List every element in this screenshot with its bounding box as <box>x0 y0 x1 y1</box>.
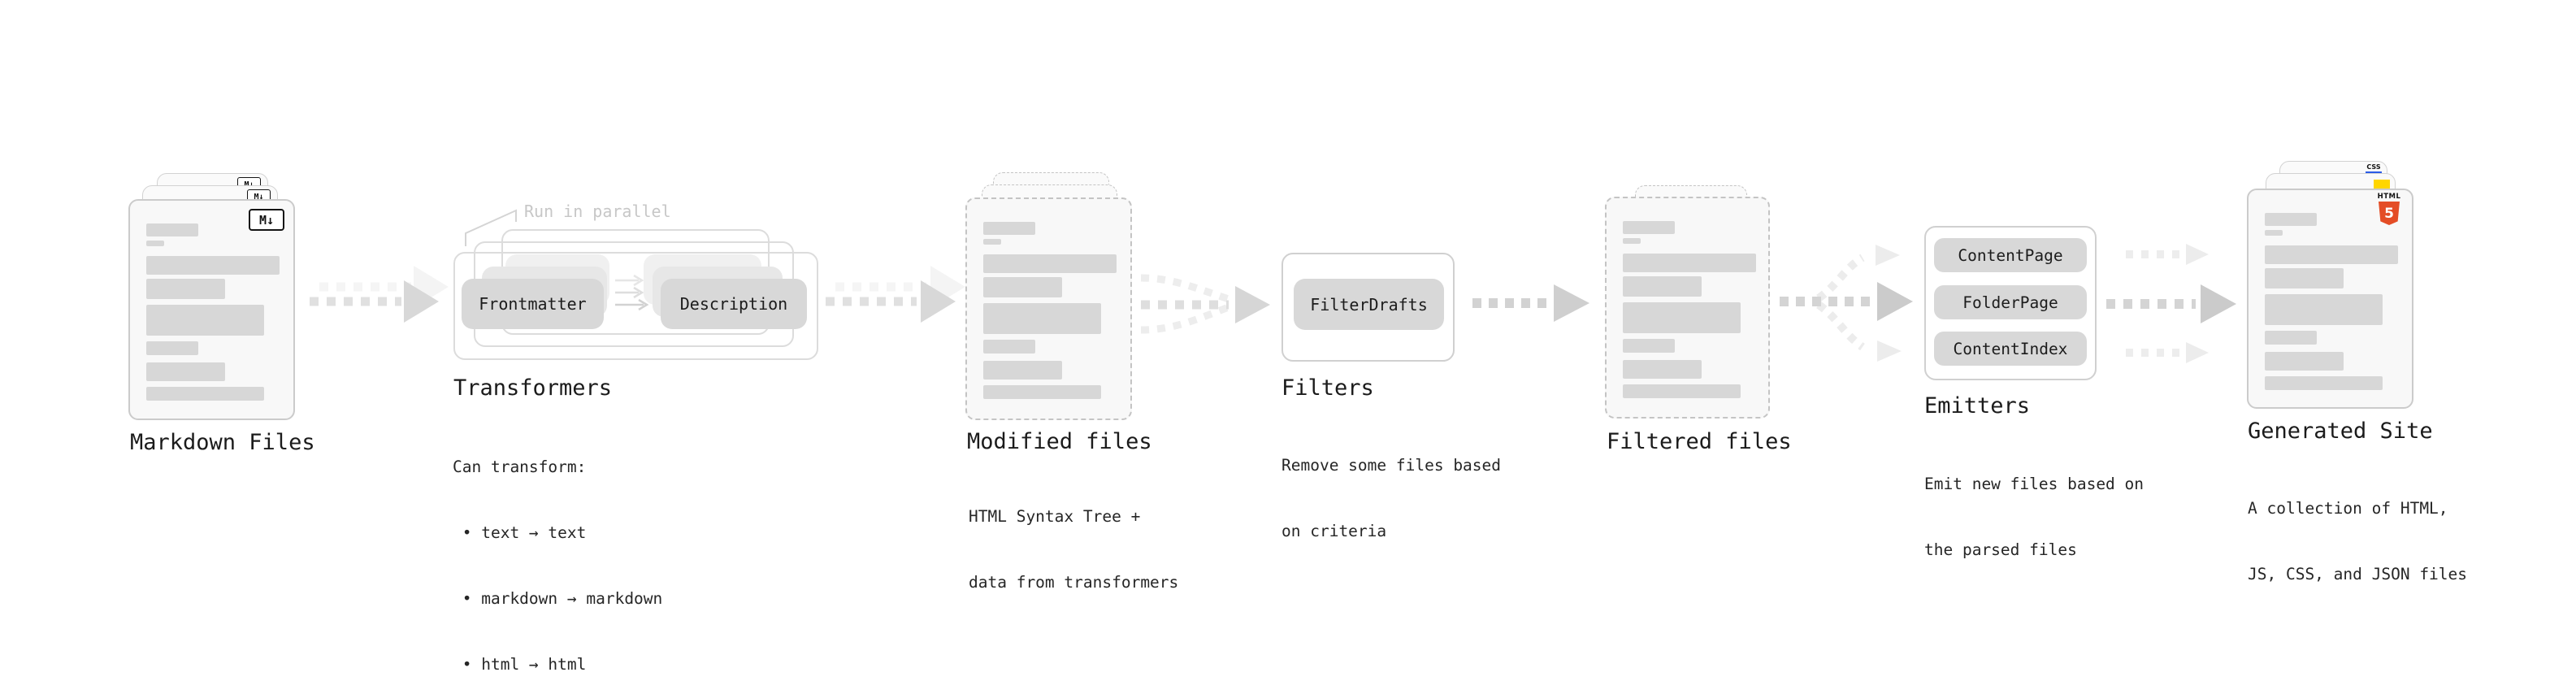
transformer-pill-description: Description <box>661 279 807 329</box>
doc-placeholder-line <box>1623 360 1702 379</box>
doc-placeholder-line <box>2265 352 2344 371</box>
arrow-emitters-to-generated <box>2106 244 2236 363</box>
arrow-modified-to-filters-merge <box>1140 274 1270 334</box>
js-badge <box>2374 180 2390 189</box>
doc-placeholder-line <box>1623 254 1756 272</box>
doc-placeholder-line <box>983 303 1101 334</box>
stage-label-filters: Filters <box>1281 375 1374 401</box>
stage-label-emitters: Emitters <box>1924 393 2031 419</box>
doc-placeholder-line <box>983 340 1035 354</box>
stage-label-transformers: Transformers <box>453 375 613 401</box>
doc-placeholder-line <box>1623 384 1741 398</box>
caption-line: • markdown → markdown <box>453 589 663 608</box>
doc-content-lines <box>2265 213 2398 390</box>
doc-placeholder-line <box>2265 331 2317 345</box>
html5-word: HTML <box>2377 193 2401 201</box>
arrow-transformers-to-modified <box>826 266 965 323</box>
doc-placeholder-line <box>983 385 1101 399</box>
markdown-doc-front: M↓ <box>128 199 295 420</box>
doc-placeholder-line <box>1623 276 1702 297</box>
filtered-doc-front <box>1605 197 1770 419</box>
caption-line: JS, CSS, and JSON files <box>2248 565 2468 583</box>
transformer-pill-frontmatter: Frontmatter <box>462 279 604 329</box>
caption-line: • text → text <box>453 523 587 542</box>
caption-line: Can transform: <box>453 458 587 476</box>
doc-placeholder-line <box>146 387 264 401</box>
modified-doc-front <box>965 197 1132 420</box>
transformers-caption: Can transform: • text → text • markdown … <box>453 412 662 681</box>
stage-label-filtered-files: Filtered files <box>1607 429 1792 454</box>
arrow-filtered-to-emitters-fanout <box>1780 245 1913 362</box>
css-label: CSS <box>2366 163 2381 171</box>
caption-line: on criteria <box>1281 522 1387 540</box>
stage-label-modified-files: Modified files <box>967 429 1152 454</box>
doc-content-lines <box>983 222 1117 399</box>
caption-line: Remove some files based <box>1281 456 1502 475</box>
css-badge: CSS <box>2366 164 2382 174</box>
emitter-pill-folderpage: FolderPage <box>1934 285 2087 319</box>
doc-placeholder-line <box>2265 213 2317 226</box>
emitters-caption: Emit new files based on the parsed files <box>1924 429 2144 605</box>
css-underline <box>2366 171 2382 174</box>
doc-placeholder-line <box>1623 221 1675 234</box>
doc-placeholder-line <box>2265 294 2383 325</box>
doc-placeholder-line <box>1623 238 1641 244</box>
stage-label-generated-site: Generated Site <box>2248 419 2433 444</box>
caption-line: • html → html <box>453 655 587 674</box>
markdown-icon: M↓ <box>249 209 284 231</box>
caption-line: A collection of HTML, <box>2248 499 2448 518</box>
doc-placeholder-line <box>146 362 225 381</box>
caption-line: the parsed files <box>1924 540 2077 559</box>
doc-content-lines <box>1623 221 1756 398</box>
doc-placeholder-line <box>983 239 1001 245</box>
arrow-markdown-to-transformers <box>310 266 449 323</box>
filters-caption: Remove some files based on criteria <box>1281 410 1501 586</box>
filter-pill-filterdrafts: FilterDrafts <box>1294 279 1444 330</box>
doc-placeholder-line <box>146 305 264 336</box>
emitter-pill-contentindex: ContentIndex <box>1934 332 2087 366</box>
emitter-pill-contentpage: ContentPage <box>1934 238 2087 272</box>
doc-placeholder-line <box>2265 268 2344 288</box>
doc-placeholder-line <box>983 361 1062 380</box>
doc-content-lines <box>146 223 280 401</box>
doc-placeholder-line <box>2265 230 2283 236</box>
doc-placeholder-line <box>983 222 1035 235</box>
caption-line: data from transformers <box>969 573 1179 592</box>
doc-placeholder-line <box>2265 245 2398 264</box>
arrow-filters-to-filtered <box>1472 284 1589 322</box>
transformer-frame-front <box>453 252 818 360</box>
doc-placeholder-line <box>983 277 1062 297</box>
doc-placeholder-line <box>146 279 225 299</box>
generated-site-caption: A collection of HTML, JS, CSS, and JSON … <box>2248 453 2467 629</box>
stage-label-markdown-files: Markdown Files <box>130 430 315 455</box>
modified-files-caption: HTML Syntax Tree + data from transformer… <box>969 462 1178 637</box>
doc-placeholder-line <box>146 341 198 355</box>
doc-placeholder-line <box>1623 302 1741 333</box>
caption-line: HTML Syntax Tree + <box>969 507 1141 526</box>
run-in-parallel-annotation: Run in parallel <box>524 202 671 221</box>
doc-placeholder-line <box>1623 339 1675 353</box>
doc-placeholder-line <box>983 254 1117 273</box>
doc-placeholder-line <box>2265 376 2383 390</box>
doc-placeholder-line <box>146 256 280 275</box>
doc-placeholder-line <box>146 241 164 246</box>
caption-line: Emit new files based on <box>1924 475 2144 493</box>
doc-placeholder-line <box>146 223 198 236</box>
html5-shield: 5 <box>2379 202 2400 225</box>
generated-doc-front: HTML 5 <box>2247 189 2413 409</box>
html5-icon: HTML 5 <box>2377 193 2401 225</box>
